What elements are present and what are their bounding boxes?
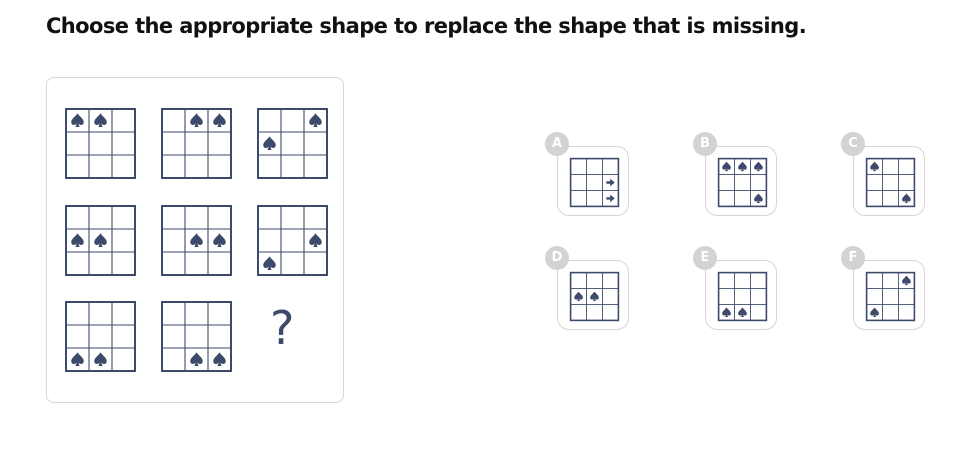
spade-icon — [213, 352, 226, 367]
option-c[interactable] — [853, 146, 925, 216]
spade-icon — [738, 307, 747, 317]
spade-icon — [94, 113, 107, 128]
spade-icon — [309, 113, 322, 128]
option-grid — [569, 157, 620, 208]
missing-cell-question-mark: ? — [270, 301, 295, 355]
spade-icon — [263, 256, 276, 271]
option-d-badge: D — [545, 246, 569, 270]
spade-icon — [722, 161, 731, 172]
matrix-cell — [65, 108, 136, 179]
spade-icon — [574, 291, 583, 302]
option-c-badge: C — [841, 132, 865, 156]
matrix-cell — [257, 108, 328, 179]
arrow-icon — [606, 194, 615, 203]
option-grid — [865, 271, 916, 322]
spade-icon — [213, 113, 226, 128]
spade-icon — [190, 233, 203, 248]
matrix-cell — [161, 108, 232, 179]
spade-icon — [71, 113, 84, 128]
matrix-cell — [257, 205, 328, 276]
spade-icon — [902, 193, 911, 203]
matrix-cell — [65, 301, 136, 372]
option-grid — [717, 271, 768, 322]
spade-icon — [722, 307, 731, 317]
option-f[interactable] — [853, 260, 925, 330]
spade-icon — [94, 352, 107, 367]
spade-icon — [71, 352, 84, 367]
option-f-badge: F — [841, 246, 865, 270]
matrix-cell — [161, 301, 232, 372]
spade-icon — [263, 136, 276, 151]
spade-icon — [870, 161, 879, 172]
matrix-cell — [65, 205, 136, 276]
spade-icon — [71, 233, 84, 248]
spade-icon — [190, 352, 203, 367]
spade-icon — [738, 161, 747, 172]
option-b-badge: B — [693, 132, 717, 156]
option-a[interactable] — [557, 146, 629, 216]
spade-icon — [213, 233, 226, 248]
option-grid — [717, 157, 768, 208]
arrow-icon — [606, 178, 615, 187]
option-e[interactable] — [705, 260, 777, 330]
option-a-badge: A — [545, 132, 569, 156]
option-e-badge: E — [693, 246, 717, 270]
question-title: Choose the appropriate shape to replace … — [46, 14, 807, 38]
option-d[interactable] — [557, 260, 629, 330]
spade-icon — [309, 233, 322, 248]
option-b[interactable] — [705, 146, 777, 216]
spade-icon — [94, 233, 107, 248]
spade-icon — [902, 275, 911, 286]
option-grid — [865, 157, 916, 208]
spade-icon — [590, 291, 599, 302]
spade-icon — [754, 193, 763, 203]
spade-icon — [870, 307, 879, 317]
option-grid — [569, 271, 620, 322]
matrix-cell — [161, 205, 232, 276]
spade-icon — [754, 161, 763, 172]
spade-icon — [190, 113, 203, 128]
